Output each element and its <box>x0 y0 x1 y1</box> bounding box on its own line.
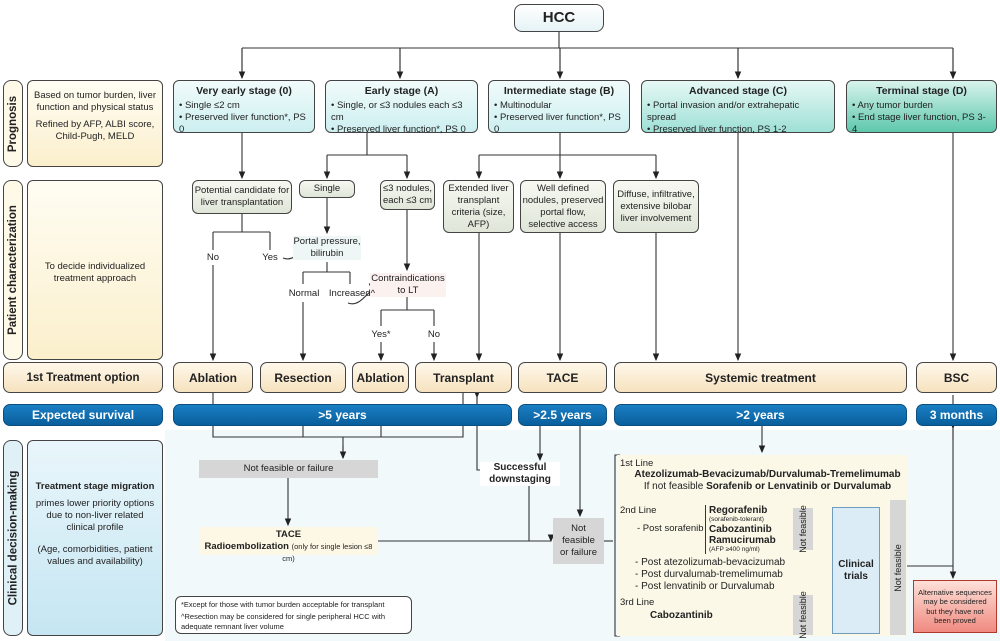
prognosis-description: Based on tumor burden, liver function an… <box>27 80 163 167</box>
survival-2-5y: >2.5 years <box>518 404 607 426</box>
row-label-survival: Expected survival <box>3 404 163 426</box>
not-feasible-second: Not feasible <box>793 505 813 553</box>
footnotes: *Except for those with tumor burden acce… <box>175 596 412 634</box>
post-other-list: - Post atezolizumab-bevacizumab- Post du… <box>635 557 786 592</box>
third-line-label: 3rd Line <box>620 597 655 608</box>
label-no-contra: No <box>427 329 441 340</box>
label-yes-contra: Yes* <box>371 329 391 340</box>
not-feasible-failure: Not feasible or failure <box>199 460 378 478</box>
third-line-drug: Cabozantinib <box>650 610 713 621</box>
clinical-trials: Clinical trials <box>832 507 880 634</box>
second-line-label: 2nd Line <box>620 505 657 516</box>
row-label-prognosis: Prognosis <box>3 80 23 167</box>
treatment-transplant: Transplant <box>415 362 512 393</box>
label-increased: Increased^ <box>328 288 376 299</box>
char-extended-criteria: Extended liver transplant criteria (size… <box>443 180 514 233</box>
treatment-bsc: BSC <box>916 362 997 393</box>
not-feasible-third: Not feasible <box>793 591 813 639</box>
stage-very-early: Very early stage (0)Single ≤2 cmPreserve… <box>173 80 315 135</box>
char-nodules: ≤3 nodules, each ≤3 cm <box>380 180 435 210</box>
post-sorafenib: - Post sorafenib <box>637 523 704 534</box>
char-diffuse: Diffuse, infiltrative, extensive bilobar… <box>613 180 699 233</box>
alternative-sequences: Alternative sequences may be considered … <box>913 580 997 633</box>
not-feasible-failure-2: Not feasible or failure <box>553 518 604 564</box>
treatment-resection: Resection <box>260 362 346 393</box>
char-well-defined: Well defined nodules, preserved portal f… <box>520 180 606 233</box>
survival-3m: 3 months <box>916 404 997 426</box>
not-feasible-final: Not feasible <box>890 500 906 635</box>
successful-downstaging: Successful downstaging <box>480 462 560 486</box>
row-label-clinical: Clinical decision-making <box>3 440 23 636</box>
tace-radio-box: TACE Radioembolization (only for single … <box>199 527 378 563</box>
patient-description: To decide individualized treatment appro… <box>27 180 163 360</box>
row-label-treatment: 1st Treatment option <box>3 362 163 393</box>
label-no: No <box>206 252 220 263</box>
survival-5y: >5 years <box>173 404 512 426</box>
treatment-ablation-2: Ablation <box>352 362 409 393</box>
stage-terminal: Terminal stage (D)Any tumor burdenEnd st… <box>846 80 997 135</box>
treatment-systemic: Systemic treatment <box>614 362 907 393</box>
hcc-root: HCC <box>514 4 604 32</box>
sorafenib-options: Regorafenib(sorafenib-tolerant) Cabozant… <box>705 505 776 554</box>
first-line-alt: If not feasible Sorafenib or Lenvatinib … <box>643 481 892 492</box>
first-line-label: 1st Line <box>620 458 654 469</box>
portal-pressure-label: Portal pressure, bilirubin <box>293 236 361 260</box>
label-normal: Normal <box>288 288 320 299</box>
treatment-tace: TACE <box>518 362 607 393</box>
contraindications-label: Contraindications to LT <box>370 273 446 297</box>
stage-early: Early stage (A)Single, or ≤3 nodules eac… <box>325 80 478 135</box>
first-line-drugs: Atezolizumab-Bevacizumab/Durvalumab-Trem… <box>634 469 901 480</box>
stage-intermediate: Intermediate stage (B)MultinodularPreser… <box>488 80 630 135</box>
row-label-patient: Patient characterization <box>3 180 23 360</box>
stage-advanced: Advanced stage (C)Portal invasion and/or… <box>641 80 835 135</box>
survival-2y: >2 years <box>614 404 907 426</box>
treatment-ablation: Ablation <box>173 362 253 393</box>
label-yes: Yes <box>262 252 278 263</box>
char-single: Single <box>299 180 355 198</box>
char-transplant-candidate: Potential candidate for liver transplant… <box>192 180 292 214</box>
